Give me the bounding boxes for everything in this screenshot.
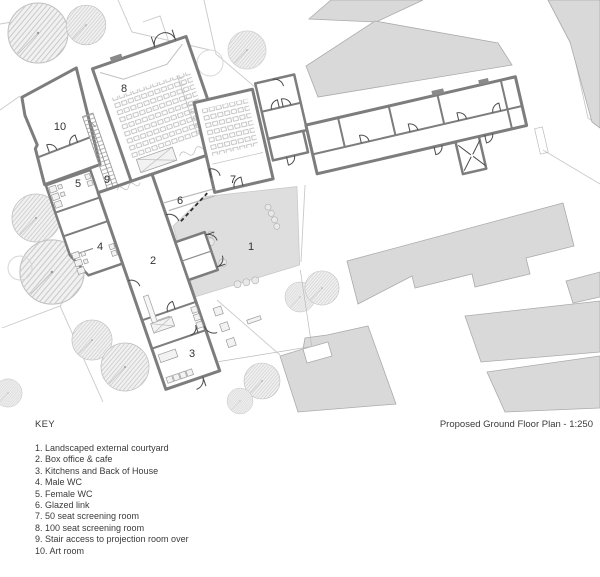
context-buildings	[227, 0, 600, 413]
context-block-north-b	[305, 20, 513, 98]
trees	[0, 1, 595, 415]
existing-wing-group	[192, 73, 549, 194]
drawing-title: Proposed Ground Floor Plan - 1:250	[439, 419, 593, 430]
yard-bench	[246, 315, 262, 325]
glazed-link	[163, 188, 215, 222]
label-room-10: 10	[54, 121, 66, 133]
context-block-northeast	[547, 0, 600, 129]
wing-boxoffice-cafe	[96, 172, 226, 391]
room-screening-50	[192, 87, 275, 194]
key-item: 1. Landscaped external courtyard	[35, 443, 169, 453]
new-building-group	[20, 29, 313, 391]
lobby-annex	[266, 129, 310, 162]
room-screening-100	[90, 29, 227, 183]
label-room-1: 1	[248, 241, 254, 253]
key-item: 3. Kitchens and Back of House	[35, 465, 159, 476]
seating-100	[111, 71, 211, 159]
label-room-8: 8	[121, 83, 127, 95]
wall-stub	[431, 88, 445, 96]
yard-fence	[218, 270, 313, 362]
key-legend: KEY 1. Landscaped external courtyard 2. …	[35, 419, 189, 557]
room-art	[20, 66, 102, 187]
entrance-lobby	[253, 73, 310, 166]
room-labels: 1 2 3 4 5 6 7 8 9 10	[54, 83, 254, 360]
key-item: 9. Stair access to projection room over	[35, 534, 189, 545]
projection-screen	[99, 43, 183, 80]
wc-cluster	[44, 168, 131, 277]
label-room-6: 6	[177, 195, 183, 207]
vestibule	[454, 135, 488, 176]
wall-stub	[478, 77, 490, 86]
key-item: 5. Female WC	[35, 488, 93, 499]
context-block-south-c	[486, 355, 600, 413]
tree-outline	[196, 49, 224, 77]
label-room-7: 7	[230, 174, 236, 186]
context-block-east-edge	[565, 271, 600, 304]
yard-planter	[219, 321, 231, 333]
context-block-south-a	[279, 325, 397, 413]
wall-stub	[109, 53, 123, 63]
key-items: 1. Landscaped external courtyard 2. Box …	[35, 443, 189, 557]
key-item: 2. Box office & cafe	[35, 454, 113, 465]
wc-fixtures	[48, 173, 118, 275]
label-room-3: 3	[189, 348, 195, 360]
kitchen-bench	[157, 348, 179, 363]
key-item: 10. Art room	[35, 545, 85, 556]
side-strip	[534, 126, 549, 155]
label-room-4: 4	[97, 241, 103, 253]
key-item: 4. Male WC	[35, 477, 83, 488]
label-room-5: 5	[75, 178, 81, 190]
key-item: 7. 50 seat screening room	[35, 511, 140, 522]
key-item: 8. 100 seat screening room	[35, 522, 145, 533]
key-heading: KEY	[35, 419, 55, 430]
yard-planter	[212, 305, 224, 317]
label-room-9: 9	[104, 174, 110, 186]
key-item: 6. Glazed link	[35, 500, 90, 511]
existing-wing	[304, 75, 549, 176]
context-block-east	[346, 202, 575, 305]
context-block-north-a	[307, 0, 424, 23]
tree-outline-over	[227, 30, 267, 70]
yard-planter	[225, 336, 237, 349]
boxoffice-pod	[174, 230, 226, 282]
label-room-2: 2	[150, 255, 156, 267]
tree-outline	[7, 255, 33, 281]
context-block-south-b	[464, 300, 600, 363]
context-notch	[302, 341, 333, 364]
curtain-entry	[117, 182, 141, 191]
seating-50	[201, 98, 259, 156]
